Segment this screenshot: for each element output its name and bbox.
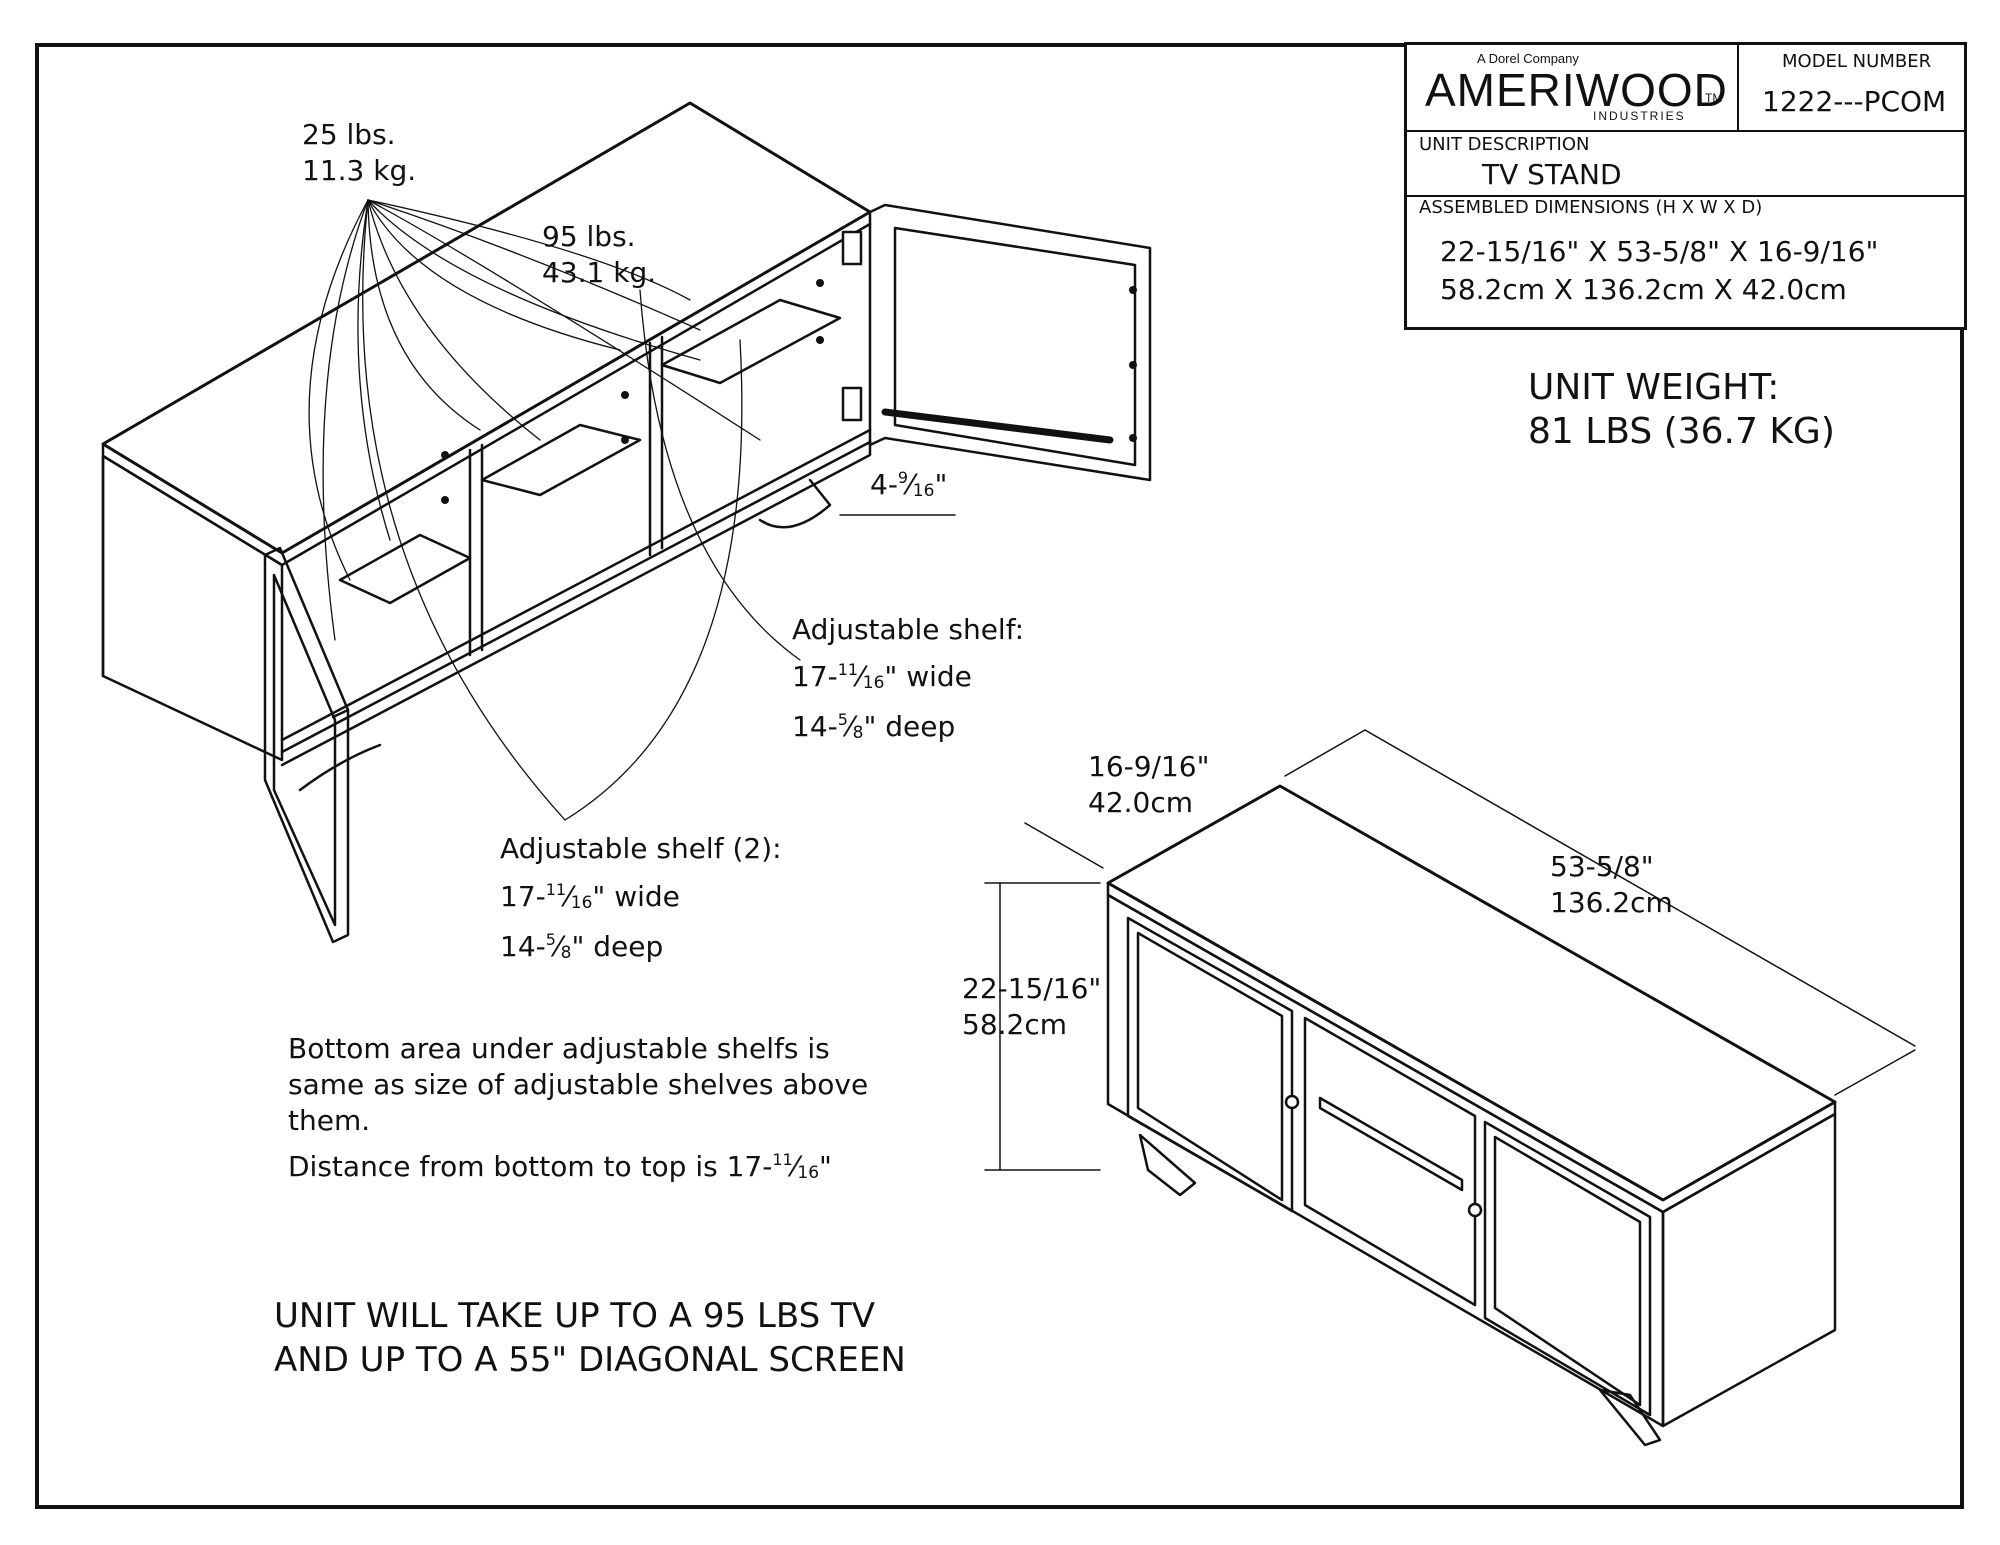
closed-top bbox=[1106, 784, 1837, 1202]
right-shelf-title: Adjustable shelf: bbox=[792, 613, 1024, 646]
dimensions-metric: 58.2cm X 136.2cm X 42.0cm bbox=[1440, 273, 1847, 306]
dimension-lines bbox=[984, 729, 1916, 1171]
logo-tagline: A Dorel Company bbox=[1477, 51, 1579, 66]
drawing-border bbox=[35, 43, 1964, 1509]
closed-leg-left bbox=[1138, 1133, 1197, 1197]
top-panel bbox=[101, 101, 872, 555]
bottom-note-line2: same as size of adjustable shelves above bbox=[288, 1068, 869, 1101]
shelf-load-kg: 11.3 kg. bbox=[302, 154, 417, 187]
left-end-panel bbox=[101, 454, 284, 762]
knob-left bbox=[1284, 1094, 1300, 1110]
closed-center-shelf bbox=[1318, 1096, 1464, 1192]
unit-description-label: UNIT DESCRIPTION bbox=[1419, 134, 1590, 155]
closed-left-door bbox=[1126, 916, 1294, 1213]
shelf-load-lbs: 25 lbs. bbox=[302, 118, 396, 151]
depth-dimension-imperial: 16-9/16" bbox=[1088, 750, 1210, 783]
closed-leg-right bbox=[1598, 1388, 1662, 1447]
unit-description: TV STAND bbox=[1482, 158, 1622, 191]
closed-center-opening bbox=[1303, 1016, 1477, 1307]
left-shelves-width: 17-11⁄16" wide bbox=[500, 880, 680, 913]
tv-capacity-line1: UNIT WILL TAKE UP TO A 95 LBS TV bbox=[274, 1296, 875, 1336]
top-load-lbs: 95 lbs. bbox=[542, 220, 636, 253]
left-shelf bbox=[338, 533, 472, 605]
tv-capacity-line2: AND UP TO A 55" DIAGONAL SCREEN bbox=[274, 1340, 906, 1380]
left-shelves-depth: 14-5⁄8" deep bbox=[500, 930, 664, 963]
hinge-top bbox=[841, 230, 863, 266]
right-door bbox=[868, 203, 1152, 482]
closed-right-door bbox=[1483, 1120, 1652, 1417]
depth-dimension-metric: 42.0cm bbox=[1088, 786, 1194, 819]
unit-weight-value: 81 LBS (36.7 KG) bbox=[1528, 411, 1835, 452]
logo-wordmark: AMERIWOOD bbox=[1425, 64, 1728, 116]
top-load-kg: 43.1 kg. bbox=[542, 256, 657, 289]
logo-subtitle: INDUSTRIES bbox=[1593, 109, 1686, 123]
right-shelf-depth: 14-5⁄8" deep bbox=[792, 710, 956, 743]
width-dimension-imperial: 53-5/8" bbox=[1550, 850, 1654, 883]
width-dimension-metric: 136.2cm bbox=[1550, 886, 1673, 919]
right-shelf bbox=[660, 298, 842, 385]
unit-weight-label: UNIT WEIGHT: bbox=[1528, 367, 1780, 408]
bottom-note-distance: Distance from bottom to top is 17-11⁄16" bbox=[288, 1150, 832, 1183]
logo: A Dorel Company AMERIWOOD TM INDUSTRIES bbox=[1407, 45, 1739, 130]
bottom-note-line1: Bottom area under adjustable shelfs is bbox=[288, 1032, 830, 1065]
front-leg-right bbox=[758, 478, 832, 529]
hinge-bottom bbox=[841, 386, 863, 422]
closed-cabinet-view bbox=[984, 729, 1916, 1447]
shelf-pin-holes bbox=[441, 279, 1137, 504]
closed-side bbox=[1661, 1112, 1837, 1428]
load-leaders bbox=[308, 199, 801, 821]
model-number: 1222---PCOM bbox=[1762, 85, 1947, 118]
bottom-note-line3: them. bbox=[288, 1104, 371, 1137]
leg-height-label: 4-9⁄16" bbox=[870, 468, 948, 501]
logo-trademark: TM bbox=[1705, 91, 1723, 105]
title-block-row-dimensions: ASSEMBLED DIMENSIONS (H X W X D) 22-15/1… bbox=[1407, 195, 1964, 327]
open-cabinet-view bbox=[101, 101, 1152, 944]
height-dimension-metric: 58.2cm bbox=[962, 1008, 1068, 1041]
front-leg-left bbox=[298, 743, 382, 792]
assembled-dimensions-label: ASSEMBLED DIMENSIONS (H X W X D) bbox=[1419, 197, 1763, 218]
height-dimension-imperial: 22-15/16" bbox=[962, 972, 1102, 1005]
title-block-row-description: UNIT DESCRIPTION TV STAND bbox=[1407, 130, 1964, 197]
knob-right bbox=[1467, 1202, 1483, 1218]
dimensions-imperial: 22-15/16" X 53-5/8" X 16-9/16" bbox=[1440, 235, 1879, 268]
left-shelves-title: Adjustable shelf (2): bbox=[500, 832, 782, 865]
middle-shelf bbox=[480, 423, 642, 497]
title-block: A Dorel Company AMERIWOOD TM INDUSTRIES … bbox=[1404, 42, 1967, 330]
left-door bbox=[263, 546, 350, 944]
title-block-row-logo: A Dorel Company AMERIWOOD TM INDUSTRIES … bbox=[1407, 45, 1964, 132]
model-number-label: MODEL NUMBER bbox=[1782, 51, 1932, 72]
inner-bottom bbox=[280, 428, 872, 742]
right-shelf-width: 17-11⁄16" wide bbox=[792, 660, 972, 693]
closed-front bbox=[1106, 893, 1665, 1428]
